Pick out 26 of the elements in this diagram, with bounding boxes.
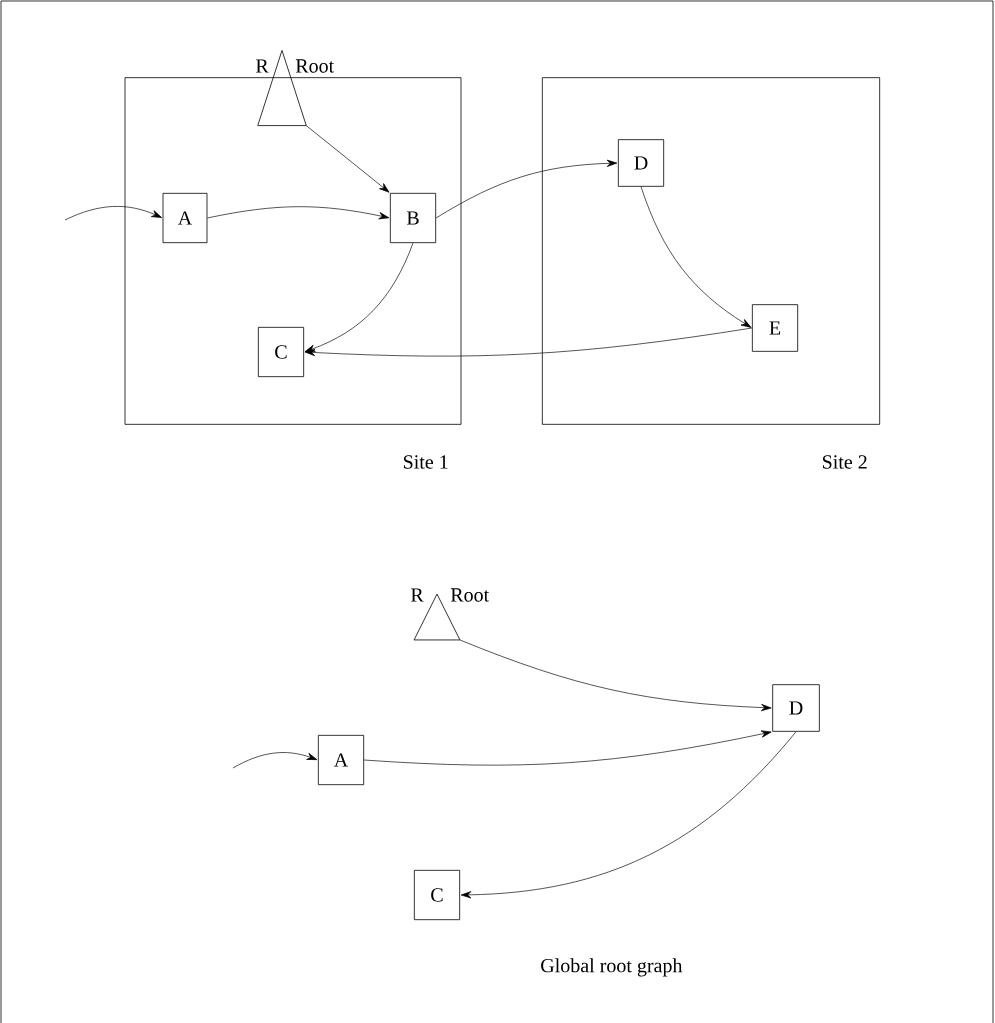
object-box: B <box>389 192 437 244</box>
arrow <box>304 242 414 352</box>
object-box: C <box>257 326 305 378</box>
arrow <box>232 752 318 769</box>
object-box: E <box>751 304 799 352</box>
object-box: A <box>162 192 208 244</box>
side-label: R <box>256 59 269 73</box>
object-box: D <box>617 139 665 187</box>
side-label: Root <box>450 588 490 602</box>
arrow <box>459 639 772 712</box>
arrow <box>207 206 390 220</box>
caption: Global root graph <box>541 958 683 977</box>
arrow <box>304 327 753 357</box>
object-box: C <box>413 869 461 921</box>
object-box: D <box>772 684 820 732</box>
node-label: Site 2 <box>822 455 867 469</box>
arrow <box>435 159 618 219</box>
arrow <box>363 730 772 766</box>
side-label: Root <box>295 59 335 73</box>
object-box: A <box>317 734 365 786</box>
side-label: R <box>411 588 424 602</box>
arrow <box>305 125 390 193</box>
arrow <box>460 731 797 899</box>
node-label: Site 1 <box>403 455 448 469</box>
arrow <box>64 206 162 221</box>
arrow <box>640 186 752 328</box>
